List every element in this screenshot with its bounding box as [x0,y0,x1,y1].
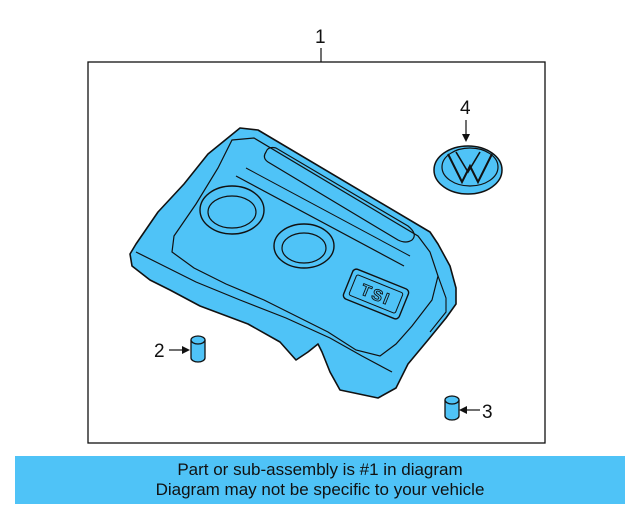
callout-4[interactable]: 4 [460,98,471,119]
engine-cover-rail-inner [245,167,411,257]
tsi-badge: TSI [342,268,410,320]
engine-cover-lower-lip [135,251,393,373]
callout-1[interactable]: 1 [315,27,326,48]
callout-3[interactable]: 3 [482,402,493,423]
callout-3-arrowhead [459,406,467,414]
diagram-frame [87,61,546,444]
vw-emblem-v [447,153,493,185]
banner-line-2: Diagram may not be specific to your vehi… [155,480,485,499]
info-banner: Part or sub-assembly is #1 in diagram Di… [15,456,625,504]
vw-emblem[interactable] [433,145,503,195]
engine-cover-rail-upper [263,146,415,243]
grommet-left[interactable] [190,335,206,363]
grommet-right[interactable] [444,395,460,421]
engine-cover[interactable]: TSI [129,127,457,399]
parts-diagram: 1 TSI 4 2 [87,27,546,444]
callout-2-arrowhead [182,346,190,354]
engine-cover-port-left [207,195,257,229]
engine-cover-side-edge [429,275,447,333]
callout-4-arrowhead [462,134,470,142]
engine-cover-rail-lower [235,175,405,267]
engine-cover-top-ridge [171,137,439,357]
engine-cover-port-right [281,232,327,264]
vw-emblem-w [455,151,481,174]
callout-2[interactable]: 2 [154,341,165,362]
banner-line-1: Part or sub-assembly is #1 in diagram [177,460,463,479]
